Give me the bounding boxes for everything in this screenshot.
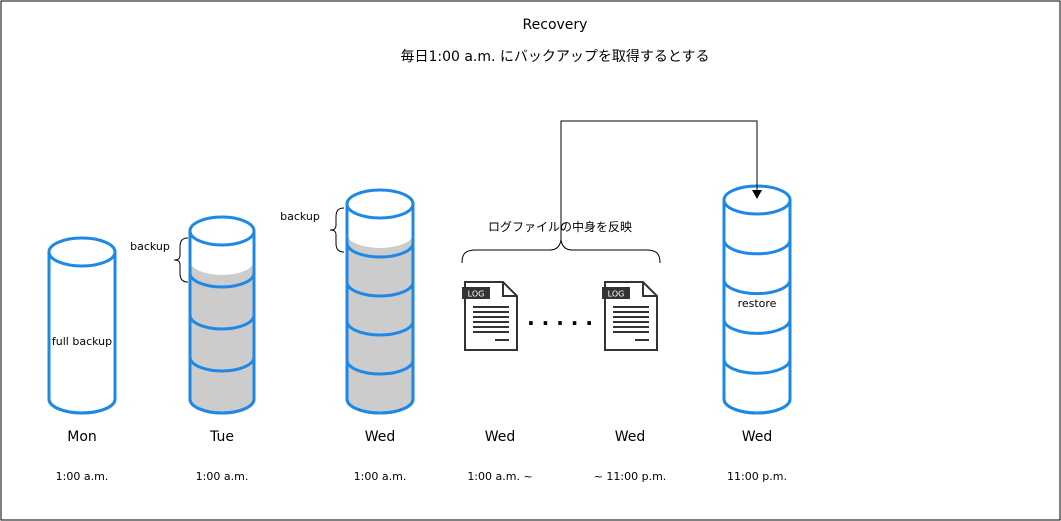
time-label: 1:00 a.m.	[354, 470, 407, 483]
doc-line	[473, 331, 509, 333]
day-label: Mon	[67, 429, 97, 445]
doc-line	[613, 331, 649, 333]
disk-icon: full backup	[47, 236, 117, 415]
disk-segment-line	[722, 319, 792, 335]
doc-line	[473, 311, 509, 313]
disk-outline	[188, 231, 256, 415]
doc-line	[473, 306, 509, 308]
disk-label: restore	[738, 297, 777, 310]
log-caption: ログファイルの中身を反映	[488, 219, 632, 234]
doc-line	[473, 316, 509, 318]
day-label: Wed	[742, 429, 773, 445]
disk-outline	[345, 204, 415, 415]
disk-top	[345, 188, 415, 220]
day-label: Wed	[365, 429, 396, 445]
arrow-down-icon	[752, 190, 762, 199]
disk-segment-line	[345, 242, 415, 259]
disk-icon	[188, 215, 256, 415]
disk-top	[188, 215, 256, 247]
time-label: 11:00 p.m.	[727, 470, 787, 483]
disk-segment-line	[345, 359, 415, 376]
doc-line	[613, 306, 649, 308]
disk-group: full backup restore	[47, 184, 792, 415]
disk-outline	[47, 252, 117, 415]
doc-line	[613, 321, 649, 323]
doc-line	[473, 326, 509, 328]
log-file-icon: LOG	[602, 281, 658, 351]
doc-line	[495, 339, 509, 341]
disk-top	[47, 236, 117, 268]
disk-body	[47, 252, 117, 415]
diagram-title: Recovery	[523, 17, 588, 33]
disk-segment-line	[722, 358, 792, 375]
disk-outline	[722, 200, 792, 415]
day-label: Wed	[615, 429, 646, 445]
disk-segment-line	[188, 272, 256, 289]
disk-icon: restore	[722, 184, 792, 415]
doc-badge-text: LOG	[608, 290, 625, 299]
disk-segment-line	[345, 281, 415, 298]
doc-badge	[462, 287, 490, 299]
day-label: Wed	[485, 429, 516, 445]
curly-brace-icon	[173, 237, 189, 283]
doc-line	[473, 321, 509, 323]
restore-arrow	[560, 120, 762, 240]
log-file-icon: LOG	[462, 281, 518, 351]
restore-connector	[560, 120, 758, 240]
disk-segment-line	[722, 239, 792, 256]
disk-segment-line	[188, 314, 256, 331]
time-label: 1:00 a.m.	[56, 470, 109, 483]
doc-badge-text: LOG	[468, 290, 485, 299]
time-label: 1:00 a.m. ~	[467, 470, 532, 483]
disk-label: full backup	[52, 335, 112, 348]
doc-line	[613, 311, 649, 313]
brace-label: backup	[130, 240, 170, 253]
brace-group: backup backup	[130, 207, 345, 283]
disk-segment-line	[345, 320, 415, 337]
log-ellipsis: . . . . .	[527, 306, 593, 330]
log-section: ログファイルの中身を反映 LOG . . . . . LOG	[461, 219, 661, 351]
doc-badge	[602, 287, 630, 299]
doc-fold	[642, 282, 657, 297]
diagram-subtitle: 毎日1:00 a.m. にバックアップを取得するとする	[400, 48, 709, 65]
doc-line	[613, 316, 649, 318]
brace-label: backup	[280, 210, 320, 223]
doc-fold	[502, 282, 517, 297]
column-labels: Mon 1:00 a.m. Tue 1:00 a.m. Wed 1:00 a.m. Wed 1…	[56, 429, 787, 483]
doc-line	[635, 339, 649, 341]
disk-segment-line	[188, 356, 256, 373]
time-label: 1:00 a.m.	[196, 470, 249, 483]
doc-line	[613, 326, 649, 328]
time-label: ~ 11:00 p.m.	[594, 470, 667, 483]
disk-icon	[345, 188, 415, 415]
curly-brace-icon	[329, 207, 345, 253]
day-label: Tue	[209, 429, 234, 445]
disk-segment-line	[722, 279, 792, 296]
